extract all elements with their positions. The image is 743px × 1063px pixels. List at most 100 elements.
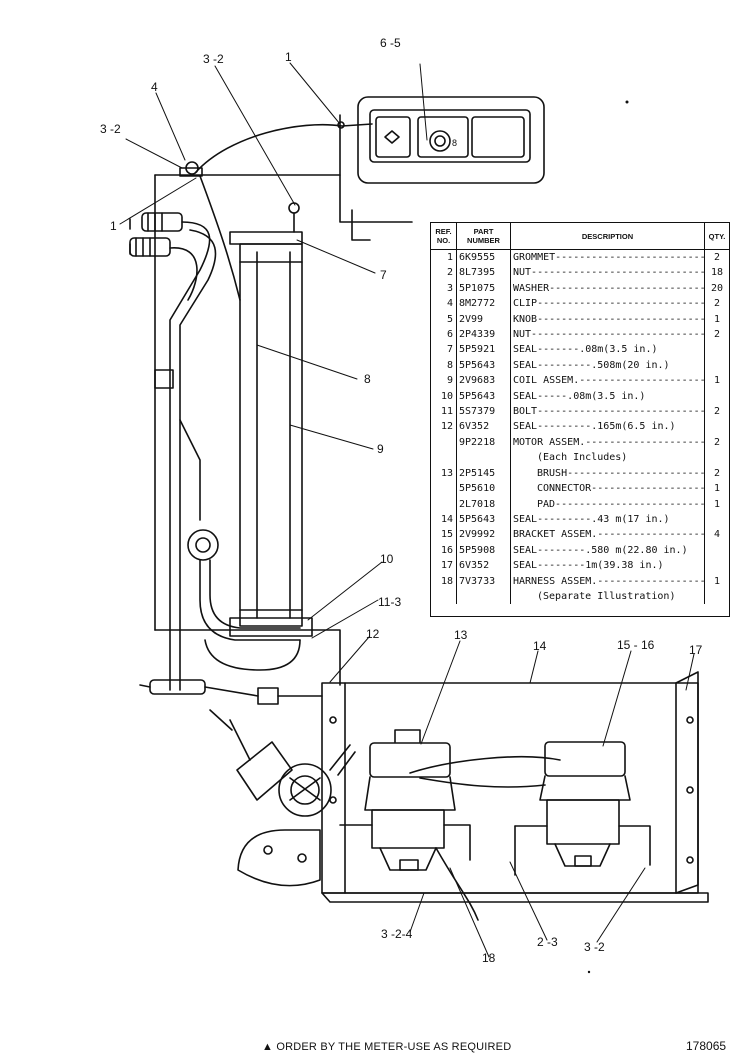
part-number-cell: 6V352 <box>456 558 511 574</box>
table-row: 35P1075WASHER---------------------------… <box>431 280 729 297</box>
callout-7: 7 <box>380 268 387 282</box>
qty-cell <box>704 357 729 374</box>
ref-no-cell <box>431 450 457 466</box>
qty-cell: 2 <box>704 434 729 451</box>
qty-cell-text: 1 <box>713 498 721 510</box>
description-cell: NUT--------------------------------- <box>511 265 705 280</box>
ref-no-cell: 8▲ <box>431 357 457 374</box>
part-number-cell: 7V3733 <box>456 573 511 589</box>
description-cell: MOTOR ASSEM.------------------------ <box>511 435 705 450</box>
connectors <box>129 212 183 257</box>
motor-wiring <box>409 756 561 921</box>
part-number-cell: 5P5921 <box>456 342 511 358</box>
header-ref-no: REF. NO. <box>431 223 457 250</box>
description-cell-text: GROMMET----------------------------- <box>513 252 705 263</box>
coil-assembly <box>204 202 313 671</box>
qty-cell-text: 2 <box>713 406 721 418</box>
description-cell: SEAL---------.508m(20 in.) <box>511 358 705 373</box>
part-number-cell-text: 7V3733 <box>459 575 496 587</box>
description-cell-text: BRUSH----------------------- <box>537 467 705 479</box>
qty-cell <box>704 511 729 528</box>
qty-cell-text: 1 <box>713 575 721 587</box>
description-cell: BOLT-------------------------------- <box>511 404 705 419</box>
table-row: 10▲5P5643 SEAL-----.08m(3.5 in.) <box>431 388 729 405</box>
blower-motor-left <box>339 729 471 871</box>
ref-no-cell: 7▲ <box>431 342 457 358</box>
ref-no-cell: 9 <box>431 373 457 389</box>
qty-cell-text: 2 <box>713 467 721 479</box>
ref-no-cell-text: 4 <box>446 298 453 310</box>
callout-8: 8 <box>364 372 371 386</box>
ref-no-cell: 17▲ <box>431 558 457 574</box>
qty-cell <box>704 450 729 466</box>
ref-no-cell: 2 <box>431 265 457 281</box>
description-cell: BRACKET ASSEM.---------------------- <box>511 527 705 542</box>
qty-cell: 2 <box>704 465 729 482</box>
blower-motor-right <box>514 741 651 876</box>
part-number-cell: 5P5610 <box>456 481 511 497</box>
ref-no-cell: 18 <box>431 573 457 589</box>
ref-no-cell: 10▲ <box>431 388 457 405</box>
qty-cell-text: 1 <box>713 375 721 387</box>
description-cell: SEAL--------1m(39.38 in.) <box>511 558 705 573</box>
description-cell: SEAL---------.43 m(17 in.) <box>511 512 705 527</box>
callout-17: 17 <box>689 643 703 657</box>
callout-6-5: 6 -5 <box>380 36 401 50</box>
callout-2-3: 2 -3 <box>537 935 558 949</box>
description-cell-text: SEAL--------1m(39.38 in.) <box>513 560 664 572</box>
part-number-cell-text: 2V99 <box>459 313 484 325</box>
ref-no-cell-text: 16 <box>440 544 453 556</box>
part-number-cell-text: 8M2772 <box>459 298 496 310</box>
description-cell: SEAL-----.08m(3.5 in.) <box>511 389 705 404</box>
part-number-cell-text: 2V9992 <box>459 529 496 541</box>
callout-11-3: 11-3 <box>378 595 402 609</box>
ref-no-cell <box>431 434 457 451</box>
leader-lines <box>119 62 695 958</box>
callout-3-2-top: 3 -2 <box>203 52 224 66</box>
description-cell-text: CLIP-------------------------------- <box>513 298 705 310</box>
ref-no-cell: 6 <box>431 327 457 343</box>
part-number-cell: 5P5643 <box>456 511 511 528</box>
table-row: 28L7395NUT------------------------------… <box>431 265 729 281</box>
qty-cell <box>704 342 729 358</box>
description-cell: PAD------------------------- <box>511 497 705 512</box>
description-cell-text: MOTOR ASSEM.------------------------ <box>513 436 705 448</box>
table-row: 52V99KNOB-------------------------------… <box>431 311 729 328</box>
ref-no-cell-text: 17 <box>440 560 453 572</box>
callout-1-left: 1 <box>110 219 117 233</box>
description-cell: (Each Includes) <box>511 450 705 465</box>
ref-no-cell-text: 2 <box>446 267 453 279</box>
qty-cell <box>704 558 729 574</box>
callout-12: 12 <box>366 627 380 641</box>
svg-text:8: 8 <box>452 138 457 148</box>
description-cell: WASHER------------------------------ <box>511 281 705 296</box>
part-number-cell: 6V352 <box>456 419 511 435</box>
part-number-cell: 8L7395 <box>456 265 511 281</box>
description-cell: CONNECTOR------------------- <box>511 481 705 496</box>
part-number-cell: 9P2218 <box>456 434 511 451</box>
part-number-cell-text: 2L7018 <box>459 498 496 510</box>
ref-no-cell-text: 3 <box>446 282 453 294</box>
part-number-cell: 5P1075 <box>456 280 511 297</box>
control-panel: 8 <box>357 96 545 184</box>
qty-cell-text: 18 <box>710 267 724 279</box>
table-row: (Each Includes) <box>431 450 729 466</box>
part-number-cell-text: 5S7379 <box>459 406 496 418</box>
part-number-cell-text: 2P4339 <box>459 329 496 341</box>
qty-cell-text: 1 <box>713 313 721 325</box>
ref-no-cell: 13 <box>431 465 457 482</box>
description-cell-text: SEAL-----.08m(3.5 in.) <box>513 390 646 402</box>
part-number-cell: 8M2772 <box>456 296 511 312</box>
ref-no-cell <box>431 496 457 512</box>
qty-cell <box>704 388 729 405</box>
part-number-cell-text: 5P5643 <box>459 390 496 402</box>
description-cell-text: PAD------------------------- <box>537 498 705 510</box>
